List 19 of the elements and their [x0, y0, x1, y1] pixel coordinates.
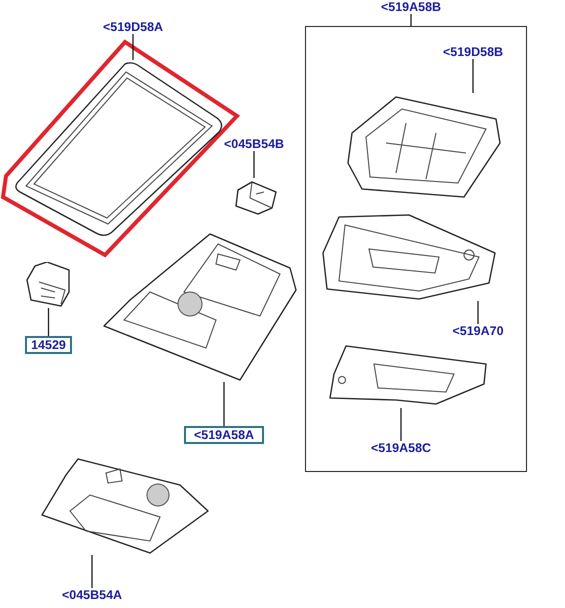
switch-drawing	[25, 262, 72, 308]
part-number: 14529	[25, 336, 72, 354]
part-number: <519A58B	[374, 0, 448, 14]
leader-line	[410, 14, 412, 26]
part-number: <519D58B	[437, 45, 509, 59]
leader-line	[91, 555, 93, 588]
part-number: <519A70	[447, 324, 509, 338]
leader-line	[223, 382, 225, 426]
part-number: <519A58A	[184, 426, 264, 444]
part-number: <519A58C	[365, 441, 437, 455]
leader-line	[400, 408, 402, 441]
leader-line	[472, 59, 474, 93]
part-number: <045B54A	[55, 588, 129, 602]
part-number: <045B54B	[218, 137, 290, 151]
leader-line	[477, 301, 479, 324]
leader-line	[48, 308, 50, 336]
frame-box	[305, 26, 527, 472]
leader-line	[253, 151, 255, 178]
part-number: <519D58A	[95, 20, 171, 34]
